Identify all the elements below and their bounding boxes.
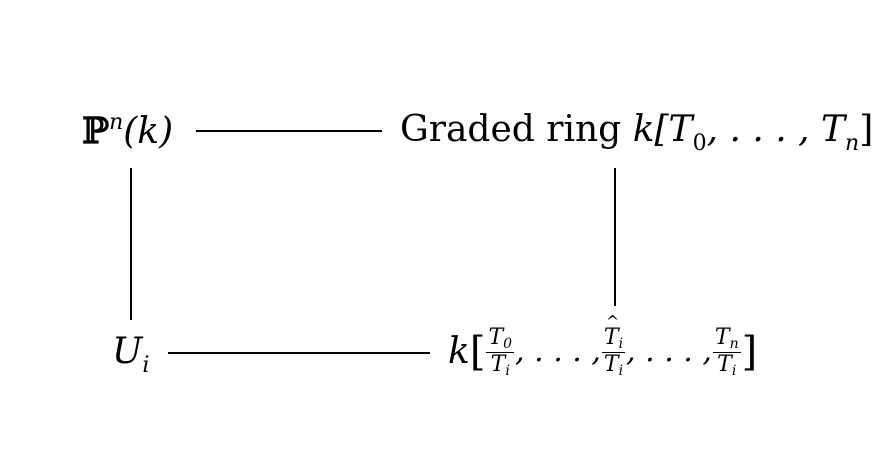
dehom-open-bracket: [ (469, 329, 486, 376)
projective-argument: (k) (123, 111, 174, 152)
projective-exponent: n (109, 110, 124, 135)
fraction-tn-over-ti: Tn Ti (712, 325, 741, 379)
node-projective-space: ℙn(k) (82, 112, 173, 150)
open-set-base: U (112, 331, 143, 372)
graded-ring-sub0: 0 (692, 131, 707, 156)
graded-ring-label: Graded ring (400, 109, 622, 150)
fraction-ti-hat-over-ti: Ti Ti (601, 314, 626, 378)
edge-right-vertical (614, 168, 616, 306)
edge-top-horizontal (196, 130, 382, 132)
projective-symbol: ℙ (82, 110, 110, 152)
dehom-dots-2: , . . . , (626, 334, 712, 370)
node-dehomogenized-ring: k[ T0 Ti , . . . , Ti Ti , . . . , Tn Ti… (448, 314, 758, 379)
fraction-t0-over-ti: T0 Ti (486, 325, 515, 379)
graded-ring-k-open: k[T (632, 109, 693, 150)
node-graded-ring: Graded ring k[T0, . . . , Tn] (400, 112, 873, 155)
edge-bottom-horizontal (168, 352, 430, 354)
node-open-set: Ui (112, 334, 149, 377)
graded-ring-subn: n (845, 131, 860, 156)
open-set-sub: i (142, 353, 150, 378)
edge-left-vertical (130, 168, 132, 320)
dehom-k: k (448, 331, 470, 373)
graded-ring-close: ] (859, 109, 874, 150)
dehom-dots-1: , . . . , (515, 334, 601, 370)
dehom-close-bracket: ] (741, 329, 758, 376)
graded-ring-dots: , . . . , T (706, 109, 846, 150)
